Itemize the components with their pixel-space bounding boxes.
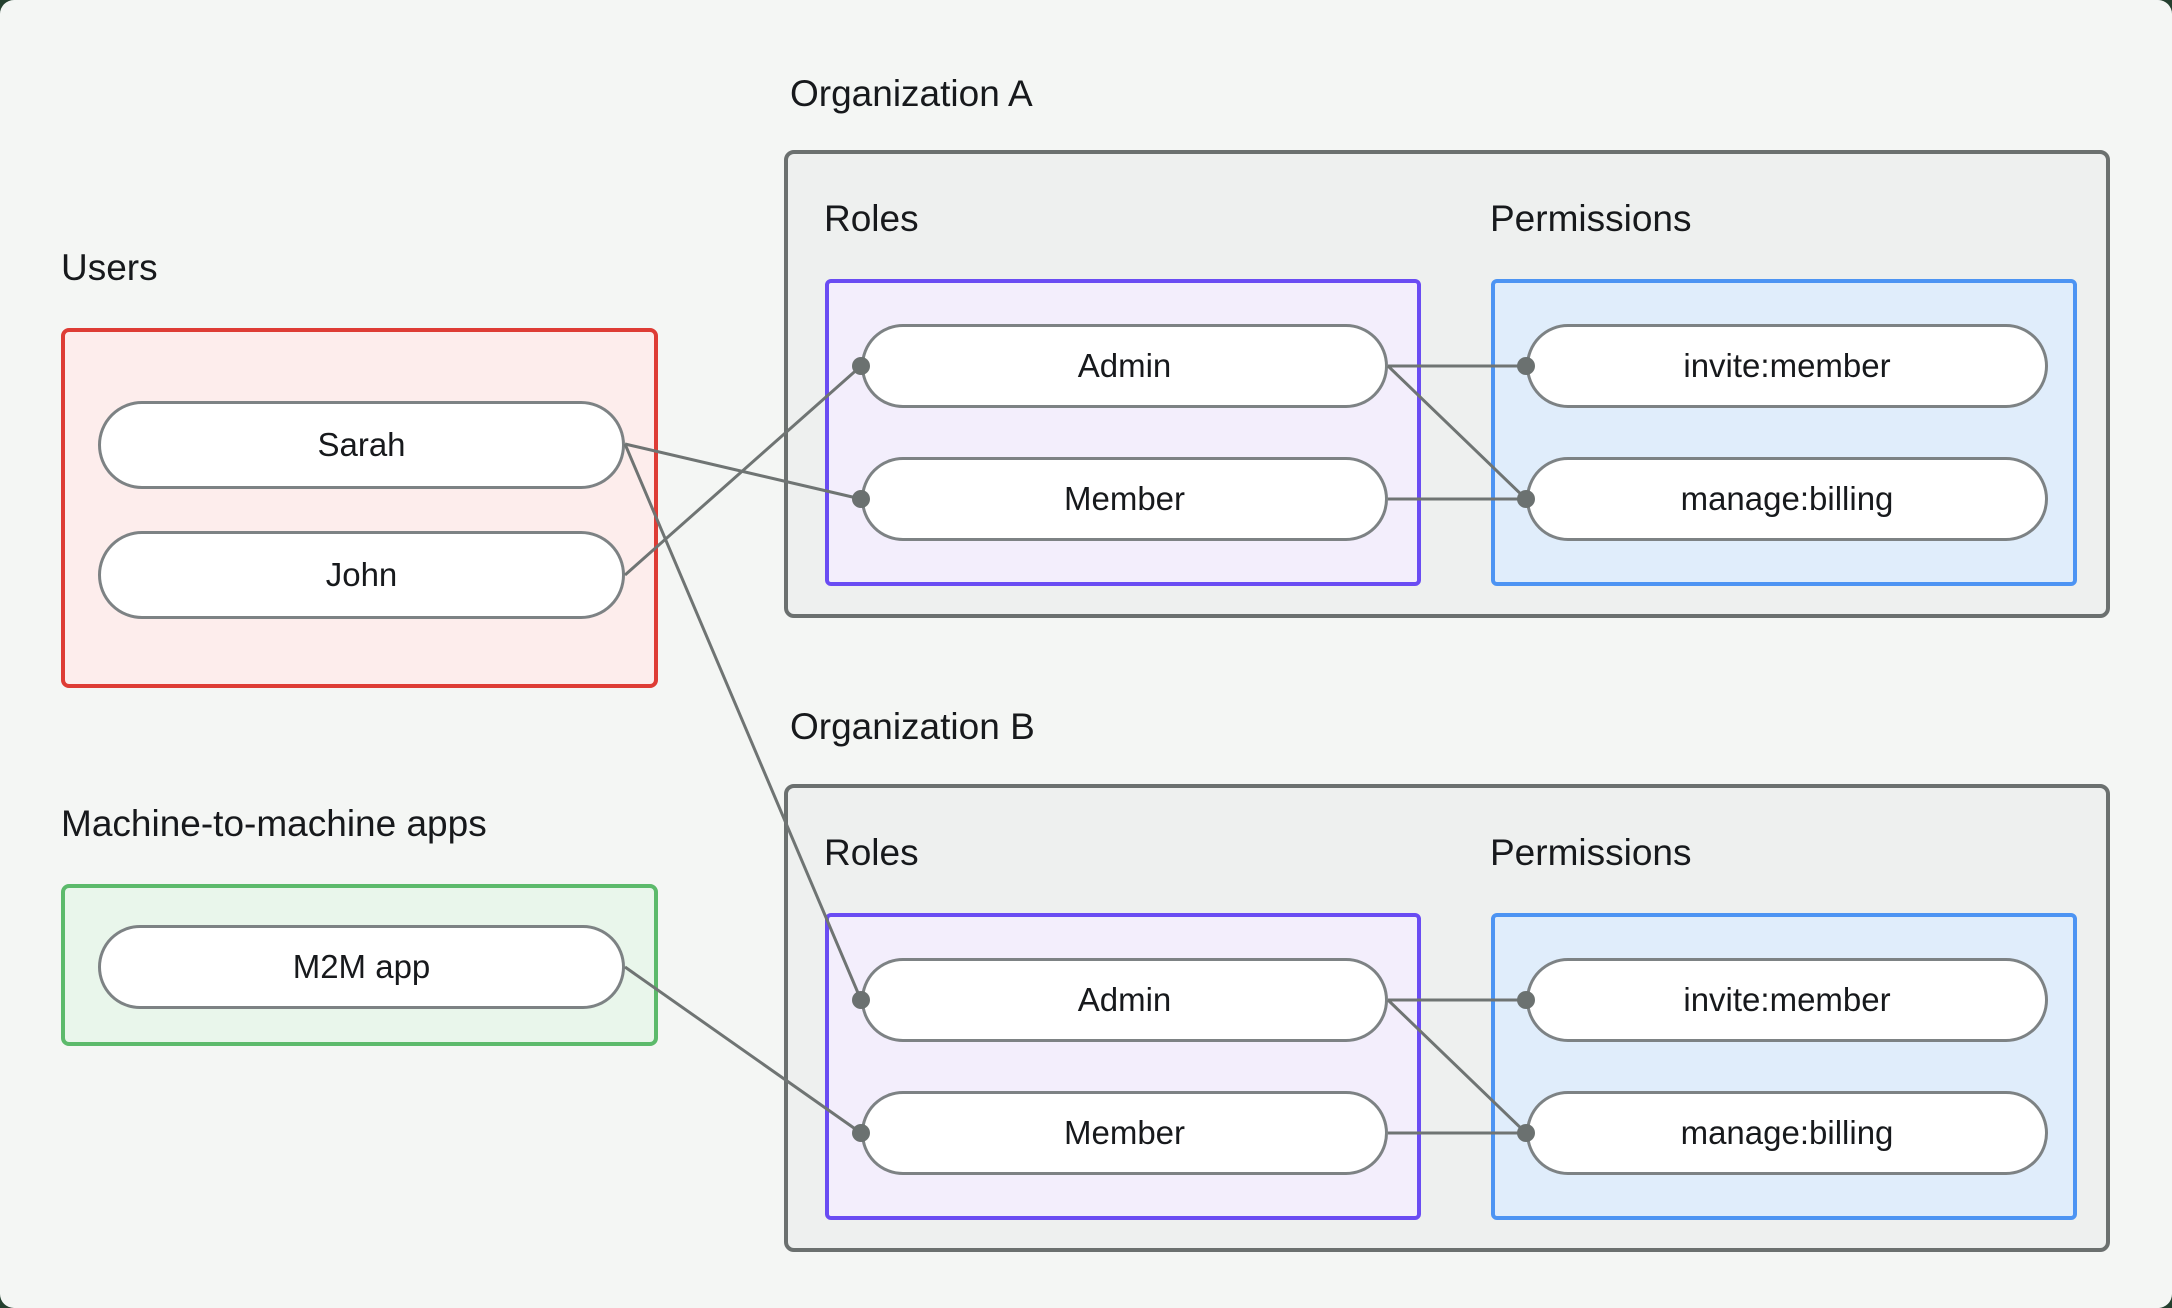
user-node-john: John bbox=[98, 531, 625, 619]
org-a-permissions-label: Permissions bbox=[1490, 198, 1692, 239]
user-node-sarah: Sarah bbox=[98, 401, 625, 489]
org-b-label: Organization B bbox=[790, 706, 1035, 747]
org-b-roles-label: Roles bbox=[824, 832, 919, 873]
org-a-label: Organization A bbox=[790, 73, 1033, 114]
org-b-permission-invite-member: invite:member bbox=[1526, 958, 2048, 1042]
org-a-role-member: Member bbox=[861, 457, 1388, 541]
org-b-permissions-label: Permissions bbox=[1490, 832, 1692, 873]
org-b-role-member: Member bbox=[861, 1091, 1388, 1175]
org-a-permission-invite-member: invite:member bbox=[1526, 324, 2048, 408]
org-b-role-admin: Admin bbox=[861, 958, 1388, 1042]
users-group-label: Users bbox=[61, 247, 158, 288]
org-b-permission-manage-billing: manage:billing bbox=[1526, 1091, 2048, 1175]
m2m-group-label: Machine-to-machine apps bbox=[61, 803, 487, 844]
m2m-node-app: M2M app bbox=[98, 925, 625, 1009]
org-a-role-admin: Admin bbox=[861, 324, 1388, 408]
org-a-permission-manage-billing: manage:billing bbox=[1526, 457, 2048, 541]
org-a-roles-label: Roles bbox=[824, 198, 919, 239]
users-group-box bbox=[61, 328, 658, 688]
